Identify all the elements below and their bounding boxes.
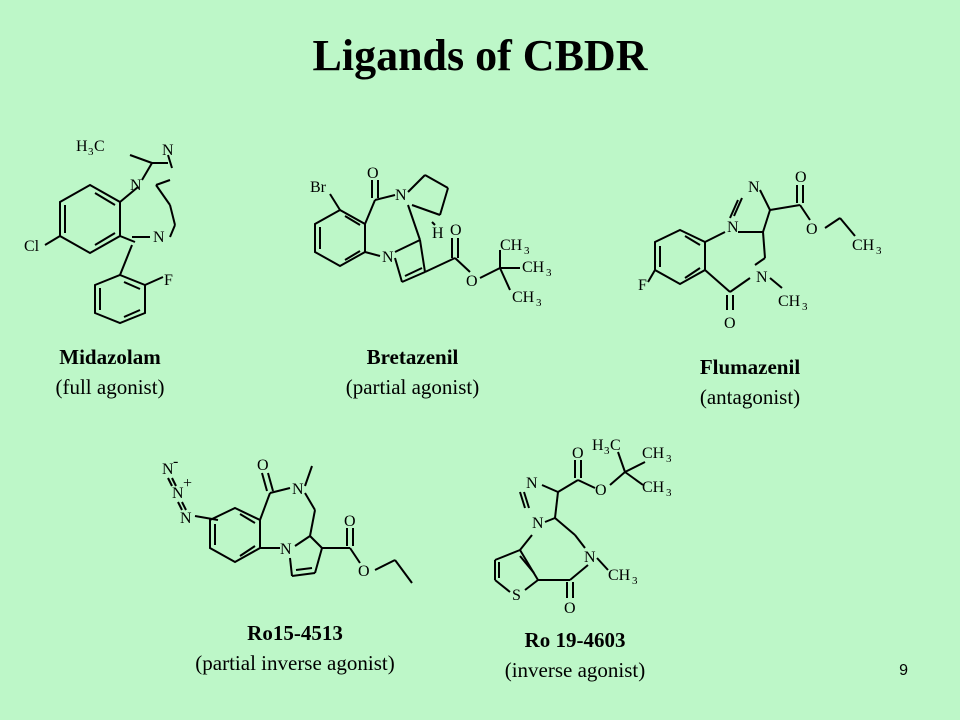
svg-text:O: O <box>724 315 736 332</box>
svg-text:N: N <box>162 461 174 478</box>
svg-text:S: S <box>512 587 521 604</box>
svg-text:C: C <box>610 437 621 454</box>
bretazenil-structure: Br O N H N O O CH 3 <box>310 165 552 309</box>
svg-text:O: O <box>795 169 807 186</box>
caption-bretazenil: Bretazenil (partial agonist) <box>305 342 520 402</box>
compound-role: (antagonist) <box>699 385 801 409</box>
compound-name: Flumazenil <box>699 355 801 379</box>
caption-midazolam: Midazolam (full agonist) <box>10 342 210 402</box>
svg-text:3: 3 <box>666 453 672 465</box>
svg-text:N: N <box>130 177 142 194</box>
svg-text:CH: CH <box>608 567 631 584</box>
svg-text:O: O <box>572 445 584 462</box>
svg-text:O: O <box>358 563 370 580</box>
compound-role: (full agonist) <box>55 375 165 399</box>
svg-text:3: 3 <box>524 245 530 257</box>
ro15-4513-structure: N - N + N O N N O O <box>162 453 413 584</box>
caption-ro15-4513: Ro15-4513 (partial inverse agonist) <box>155 618 435 678</box>
svg-text:H: H <box>432 225 444 242</box>
svg-text:3: 3 <box>88 146 94 158</box>
svg-text:CH: CH <box>642 479 665 496</box>
svg-text:CH: CH <box>778 293 801 310</box>
compound-role: (partial agonist) <box>345 375 480 399</box>
svg-text:N: N <box>395 187 407 204</box>
page-number: 9 <box>899 662 908 679</box>
svg-text:F: F <box>638 277 647 294</box>
svg-text:F: F <box>164 272 173 289</box>
svg-text:C: C <box>94 138 105 155</box>
svg-text:N: N <box>180 510 192 527</box>
svg-text:3: 3 <box>666 487 672 499</box>
svg-text:N: N <box>153 229 165 246</box>
flumazenil-structure: F N N N O CH 3 O O CH 3 <box>638 169 882 332</box>
svg-text:Br: Br <box>310 179 327 196</box>
midazolam-structure: Cl H 3 C N N N F <box>24 138 176 325</box>
svg-text:CH: CH <box>522 259 545 276</box>
svg-text:3: 3 <box>604 445 610 457</box>
svg-text:O: O <box>595 482 607 499</box>
svg-text:CH: CH <box>642 445 665 462</box>
svg-text:H: H <box>76 138 88 155</box>
compound-name: Ro15-4513 <box>247 621 343 645</box>
svg-text:N: N <box>382 249 394 266</box>
svg-text:O: O <box>257 457 269 474</box>
svg-text:O: O <box>367 165 379 182</box>
svg-text:N: N <box>532 515 544 532</box>
svg-text:O: O <box>450 222 462 239</box>
svg-text:CH: CH <box>852 237 875 254</box>
svg-text:3: 3 <box>632 575 638 587</box>
svg-text:N: N <box>584 549 596 566</box>
svg-text:3: 3 <box>802 301 808 313</box>
caption-flumazenil: Flumazenil (antagonist) <box>650 352 850 412</box>
svg-text:CH: CH <box>512 289 535 306</box>
svg-text:N: N <box>292 481 304 498</box>
svg-text:N: N <box>756 269 768 286</box>
compound-role: (partial inverse agonist) <box>195 651 395 675</box>
svg-text:H: H <box>592 437 604 454</box>
svg-text:-: - <box>173 453 178 470</box>
svg-text:3: 3 <box>536 297 542 309</box>
svg-text:Cl: Cl <box>24 238 40 255</box>
svg-text:O: O <box>806 221 818 238</box>
compound-name: Bretazenil <box>366 345 459 369</box>
svg-text:O: O <box>466 273 478 290</box>
svg-text:O: O <box>344 513 356 530</box>
slide-title: Ligands of CBDR <box>312 31 648 80</box>
svg-text:N: N <box>172 485 184 502</box>
svg-text:O: O <box>564 600 576 617</box>
svg-text:CH: CH <box>500 237 523 254</box>
svg-text:N: N <box>162 142 174 159</box>
svg-text:N: N <box>727 219 739 236</box>
svg-text:+: + <box>183 475 192 492</box>
svg-text:N: N <box>748 179 760 196</box>
svg-text:3: 3 <box>546 267 552 279</box>
ro19-4603-structure: N N O O H 3 C CH 3 CH 3 N CH 3 O <box>494 437 672 617</box>
compound-role: (inverse agonist) <box>504 658 646 682</box>
svg-text:N: N <box>280 541 292 558</box>
compound-name: Ro 19-4603 <box>524 628 626 652</box>
svg-text:N: N <box>526 475 538 492</box>
svg-text:3: 3 <box>876 245 882 257</box>
compound-name: Midazolam <box>59 345 161 369</box>
caption-ro19-4603: Ro 19-4603 (inverse agonist) <box>470 625 680 685</box>
